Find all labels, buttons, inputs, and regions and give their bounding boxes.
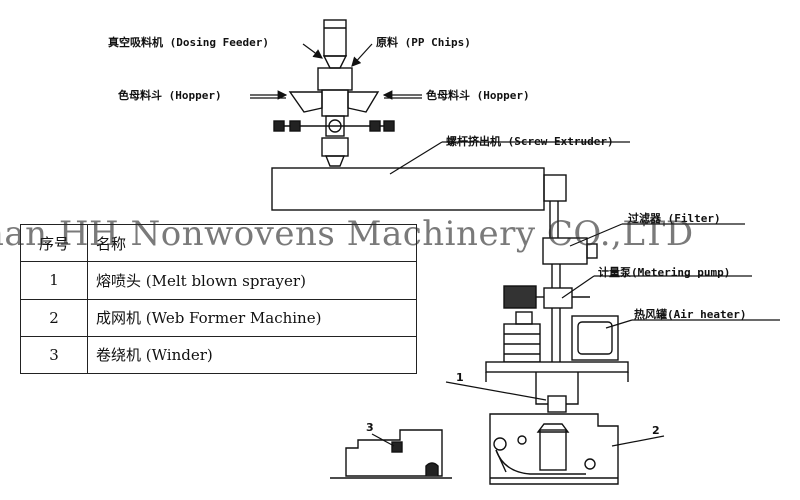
legend-row: 2 成网机 (Web Former Machine) [20,298,417,337]
legend-header-no: 序号 [20,223,88,263]
legend-table: 序号 名称 1 熔喷头 (Melt blown sprayer) 2 成网机 (… [20,223,417,375]
web-former-shape [489,413,619,485]
legend-header-row: 序号 名称 [20,223,417,263]
callout-2: 2 [652,424,660,437]
label-hopper-left: 色母料斗 (Hopper) [118,89,222,102]
dosing-feeder-shape [323,19,347,57]
feeder-funnel [322,55,348,69]
callout-1: 1 [456,371,464,384]
label-air-heater: 热风罐(Air heater) [634,308,747,321]
legend-header-name: 名称 [87,223,417,263]
callout-3: 3 [366,421,374,434]
winder-shape [345,429,443,477]
legend-row-no: 3 [20,335,88,375]
platform [485,361,629,373]
legend-row-name: 成网机 (Web Former Machine) [87,298,417,337]
legend-row: 1 熔喷头 (Melt blown sprayer) [20,261,417,300]
label-screw-extruder: 螺杆挤出机 (Screw Extruder) [446,135,614,148]
legend-row: 3 卷绕机 (Winder) [20,335,417,375]
legend-row-name: 卷绕机 (Winder) [87,335,417,375]
hopper-right-shape [347,91,380,113]
label-hopper-right: 色母料斗 (Hopper) [426,89,530,102]
melt-blown-sprayer-shape [547,395,567,413]
hopper-left-shape [288,91,323,113]
label-filter: 过滤器 (Filter) [628,212,721,225]
legend-row-name: 熔喷头 (Melt blown sprayer) [87,261,417,300]
legend-row-no: 1 [20,261,88,300]
metering-pump-shape [543,287,573,309]
label-raw-material: 原料 (PP Chips) [376,36,471,49]
label-dosing-feeder: 真空吸料机 (Dosing Feeder) [108,36,269,49]
legend-row-no: 2 [20,298,88,337]
screw-extruder-shape [271,167,545,211]
label-metering-pump: 计量泵(Metering pump) [598,266,731,279]
